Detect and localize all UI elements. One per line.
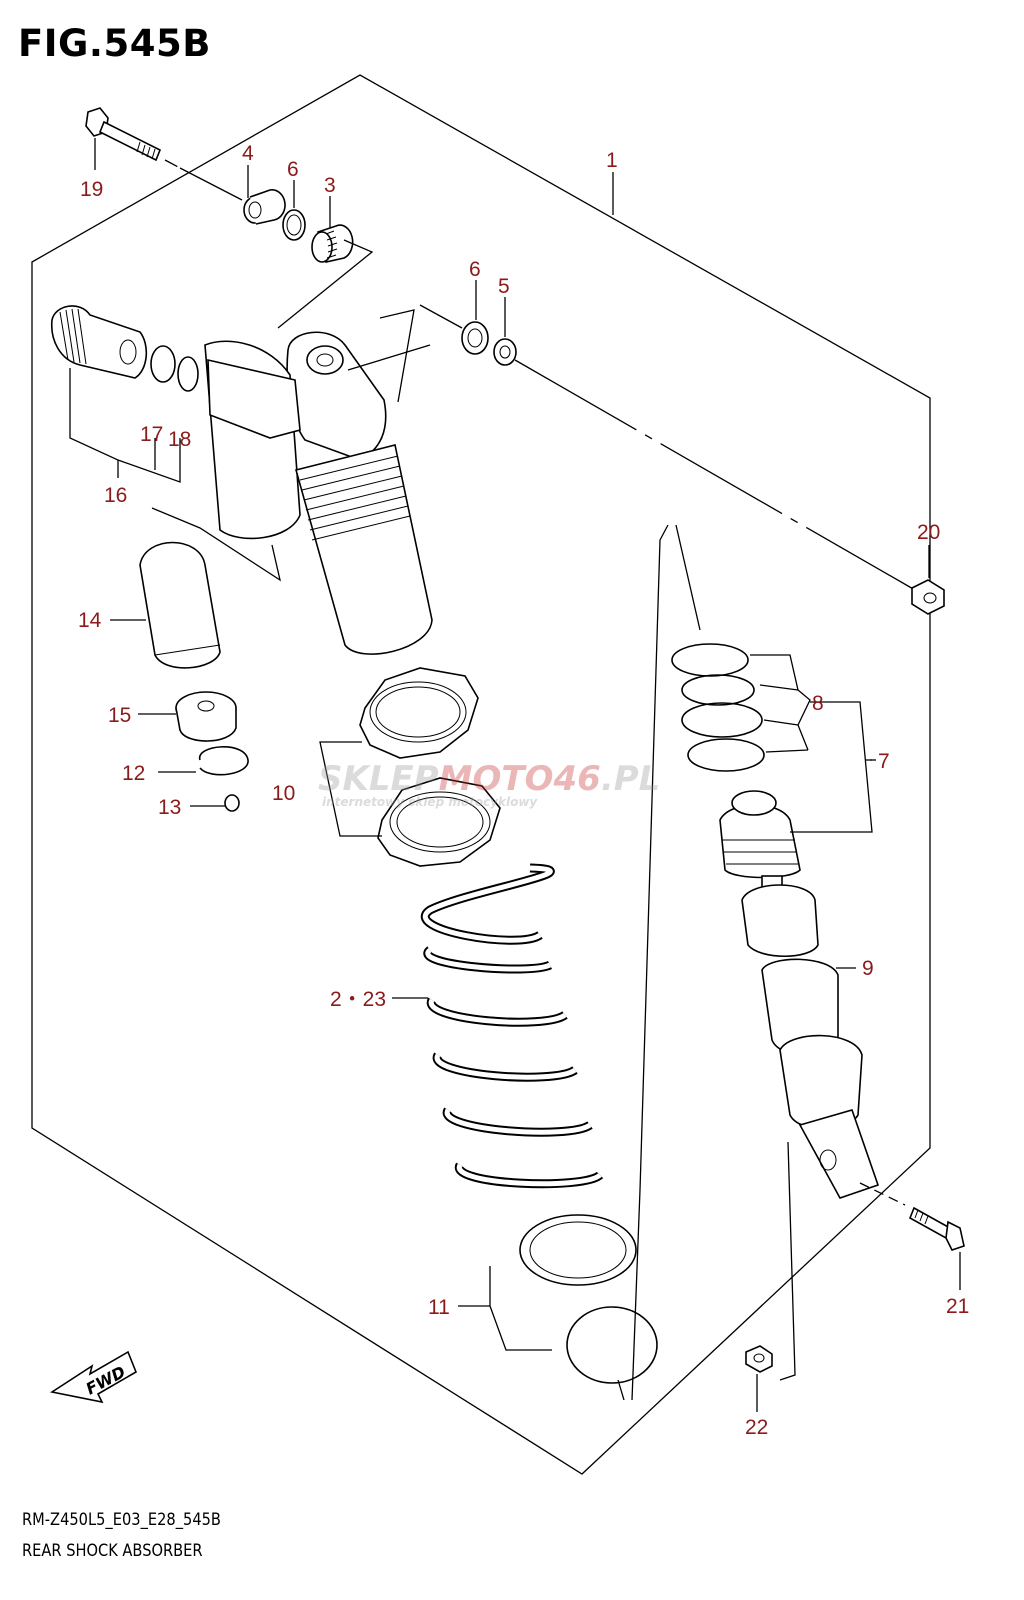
callout-1: 1 bbox=[606, 149, 618, 172]
watermark-brand-c: 46 bbox=[553, 759, 601, 799]
circlip-12-drawing bbox=[158, 746, 249, 776]
lock-nut-10b-drawing bbox=[319, 741, 501, 867]
callout-7: 7 bbox=[878, 750, 890, 773]
bump-rubber-8-drawing bbox=[671, 643, 842, 772]
callout-20: 20 bbox=[917, 521, 940, 544]
callout-labels: 1 4 6 3 19 6 5 17 18 16 20 14 8 15 7 12 … bbox=[78, 142, 969, 1439]
callout-22: 22 bbox=[745, 1416, 768, 1439]
bolt-19-drawing bbox=[85, 107, 181, 170]
callout-17: 17 bbox=[140, 423, 163, 446]
oil-seal-6-drawing bbox=[282, 209, 306, 241]
assembly-center-lines bbox=[617, 524, 796, 1401]
callout-8: 8 bbox=[812, 692, 824, 715]
spring-seat-11-drawing bbox=[458, 1214, 658, 1384]
lock-nut-10a-drawing bbox=[359, 667, 479, 759]
callout-19: 19 bbox=[80, 178, 103, 201]
callout-4: 4 bbox=[242, 142, 254, 165]
callout-13: 13 bbox=[158, 796, 181, 819]
nut-20-drawing bbox=[911, 579, 945, 615]
collar-4-drawing bbox=[179, 167, 286, 225]
watermark-brand-d: .PL bbox=[601, 759, 661, 799]
assembly-outline bbox=[31, 74, 931, 1475]
callout-10: 10 bbox=[272, 782, 295, 805]
callout-11: 11 bbox=[428, 1296, 450, 1319]
bracket-7-lines bbox=[790, 701, 876, 833]
callout-2-23: 2・23 bbox=[330, 988, 386, 1011]
callout-6-right: 6 bbox=[469, 258, 481, 281]
callout-18: 18 bbox=[168, 428, 191, 451]
diagram-caption: REAR SHOCK ABSORBER bbox=[22, 1541, 203, 1561]
callout-5: 5 bbox=[498, 275, 510, 298]
callout-21: 21 bbox=[946, 1295, 969, 1318]
nut-22-drawing bbox=[745, 1345, 773, 1412]
fwd-arrow: FWD bbox=[49, 1350, 137, 1404]
bolt-21-drawing bbox=[859, 1182, 965, 1290]
figure-title: FIG.545B bbox=[18, 22, 211, 65]
damper-body-drawing bbox=[204, 309, 433, 655]
svg-text:SKLEPMOTO46.PL: SKLEPMOTO46.PL bbox=[318, 759, 660, 799]
callout-3: 3 bbox=[324, 174, 336, 197]
callout-9: 9 bbox=[862, 957, 874, 980]
valve-16-drawing bbox=[51, 305, 281, 582]
watermark-logo: SKLEPMOTO46.PL internetowy sklep motocyk… bbox=[318, 759, 660, 809]
screw-13-drawing bbox=[190, 794, 240, 812]
callout-15: 15 bbox=[108, 704, 131, 727]
bearing-3-drawing bbox=[277, 224, 374, 329]
diagram-code: RM-Z450L5_E03_E28_545B bbox=[22, 1510, 221, 1530]
oil-seal-6b-drawing bbox=[461, 321, 489, 355]
watermark-brand-b: MOTO bbox=[439, 759, 554, 799]
watermark-tagline: internetowy sklep motocyklowy bbox=[322, 795, 538, 809]
callout-12: 12 bbox=[122, 762, 145, 785]
callout-leaders bbox=[247, 165, 930, 578]
washer-5-drawing bbox=[419, 304, 916, 591]
reservoir-cap-14-drawing bbox=[110, 541, 221, 669]
cap-15-drawing bbox=[138, 691, 237, 742]
damper-rod-9-drawing bbox=[719, 790, 880, 1199]
callout-6-top: 6 bbox=[287, 158, 299, 181]
callout-16: 16 bbox=[104, 484, 127, 507]
coil-spring-drawing bbox=[392, 863, 604, 1189]
callout-14: 14 bbox=[78, 609, 102, 632]
watermark-brand-a: SKLEP bbox=[318, 759, 439, 799]
